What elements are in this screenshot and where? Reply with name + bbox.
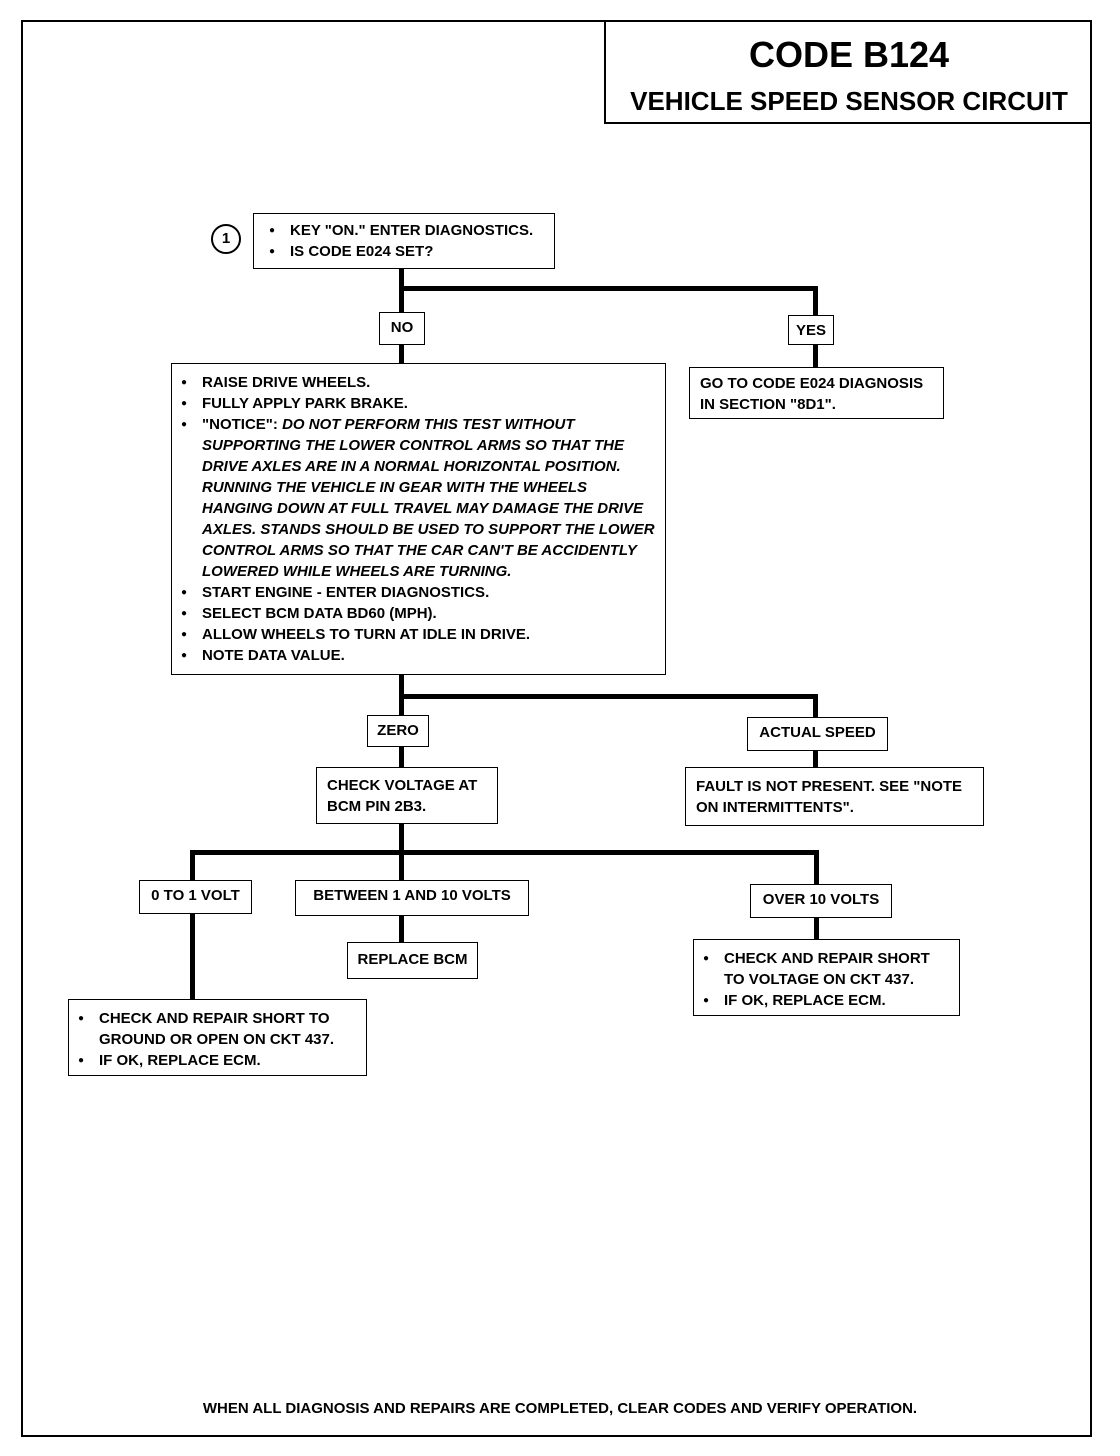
connector-low-to-action [190, 912, 195, 1000]
low-action-box: CHECK AND REPAIR SHORT TO GROUND OR OPEN… [68, 999, 367, 1076]
actual-action-line: FAULT IS NOT PRESENT. SEE "NOTE [696, 778, 963, 795]
mid-voltage-label: BETWEEN 1 AND 10 VOLTS [295, 880, 529, 916]
no-action-box: RAISE DRIVE WHEELS. FULLY APPLY PARK BRA… [171, 363, 666, 675]
circuit-subtitle: VEHICLE SPEED SENSOR CIRCUIT [630, 86, 1068, 116]
connector-branch2-horizontal [399, 694, 818, 699]
zero-action-box: CHECK VOLTAGE AT BCM PIN 2B3. [316, 767, 498, 824]
footer-note: WHEN ALL DIAGNOSIS AND REPAIRS ARE COMPL… [202, 1400, 918, 1417]
page-frame [21, 20, 1092, 1437]
actual-action-line: ON INTERMITTENTS". [696, 799, 854, 816]
connector-zero-down [399, 746, 404, 768]
actual-action-box: FAULT IS NOT PRESENT. SEE "NOTE ON INTER… [685, 767, 984, 826]
low-action-item: IF OK, REPLACE ECM. [73, 1050, 360, 1071]
no-action-item: NOTE DATA VALUE. [176, 645, 657, 666]
connector-actual-to-action [813, 750, 818, 768]
no-action-item: SELECT BCM DATA BD60 (MPH). [176, 603, 657, 624]
low-action-item: CHECK AND REPAIR SHORT TO GROUND OR OPEN… [73, 1008, 360, 1050]
connector-low-down [190, 850, 195, 882]
low-voltage-label: 0 TO 1 VOLT [139, 880, 252, 914]
start-box: KEY "ON." ENTER DIAGNOSTICS. IS CODE E02… [253, 213, 555, 269]
zero-label: ZERO [367, 715, 429, 747]
title-block: CODE B124 VEHICLE SPEED SENSOR CIRCUIT [604, 20, 1092, 124]
no-action-item: RAISE DRIVE WHEELS. [176, 372, 657, 393]
high-action-item: IF OK, REPLACE ECM. [698, 990, 953, 1011]
connector-yes-down [813, 286, 818, 316]
notice-label: "NOTICE": [202, 416, 278, 433]
high-action-box: CHECK AND REPAIR SHORT TO VOLTAGE ON CKT… [693, 939, 960, 1016]
yes-action-box: GO TO CODE E024 DIAGNOSIS IN SECTION "8D… [689, 367, 944, 419]
notice-item: "NOTICE": DO NOT PERFORM THIS TEST WITHO… [176, 414, 657, 582]
high-voltage-label: OVER 10 VOLTS [750, 884, 892, 918]
connector-high-down [814, 850, 819, 886]
start-item: IS CODE E024 SET? [264, 241, 544, 262]
zero-action-line: BCM PIN 2B3. [327, 798, 427, 815]
no-label: NO [379, 312, 425, 345]
step-number-circle: 1 [211, 224, 241, 254]
no-action-item: ALLOW WHEELS TO TURN AT IDLE IN DRIVE. [176, 624, 657, 645]
notice-text: DO NOT PERFORM THIS TEST WITHOUT SUPPORT… [202, 416, 655, 580]
connector-branch1-horizontal [399, 286, 818, 291]
connector-high-to-action [814, 916, 819, 940]
connector-actual-down [813, 694, 818, 718]
connector-mid-to-action [399, 914, 404, 944]
connector-no-down [399, 344, 404, 364]
no-action-item: START ENGINE - ENTER DIAGNOSTICS. [176, 582, 657, 603]
yes-label: YES [788, 315, 834, 345]
replace-bcm-box: REPLACE BCM [347, 942, 478, 979]
code-title: CODE B124 [748, 34, 950, 75]
no-action-item: FULLY APPLY PARK BRAKE. [176, 393, 657, 414]
zero-action-line: CHECK VOLTAGE AT [327, 777, 478, 794]
connector-branch3-horizontal [190, 850, 819, 855]
actual-speed-label: ACTUAL SPEED [747, 717, 888, 751]
high-action-item: CHECK AND REPAIR SHORT TO VOLTAGE ON CKT… [698, 948, 953, 990]
yes-action-line: IN SECTION "8D1". [700, 396, 836, 413]
connector-yes-to-action [813, 344, 818, 368]
yes-action-line: GO TO CODE E024 DIAGNOSIS [700, 375, 924, 392]
start-item: KEY "ON." ENTER DIAGNOSTICS. [264, 220, 544, 241]
